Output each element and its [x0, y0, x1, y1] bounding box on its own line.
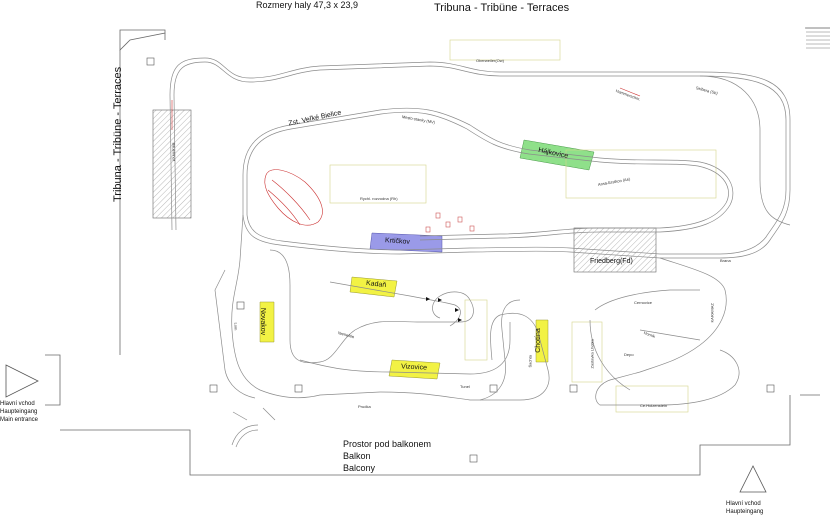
right-lower-track [589, 257, 740, 406]
loose-track-pieces [231, 407, 276, 448]
scenery-items [425, 212, 475, 233]
station-novakov: Novakov [259, 307, 267, 336]
label-brana: Brana [720, 258, 731, 263]
entrance-right-cz: Hlavní vchod [726, 501, 761, 507]
hall-dimensions-label: Rozmery haly 47,3 x 23,9 [256, 0, 359, 10]
label-karamaz: KARAMAZ [709, 303, 715, 323]
pillars [146, 57, 775, 463]
label-rychl: Rychl. rozvodna (Rh) [360, 196, 398, 201]
entrance-left-cz: Hlavní vchod [0, 401, 35, 407]
main-entrance-left: Hlavní vchod Haupteingang Main entrance [0, 400, 38, 424]
balcony-label: Prostor pod balkonem Balkon Balcony [343, 438, 431, 474]
entrance-right-de: Haupteingang [726, 509, 764, 515]
zone-hajicovice [519, 139, 595, 171]
main-track [169, 57, 791, 259]
staircase [806, 27, 830, 49]
bielice-loop [264, 169, 323, 226]
entrance-left-en: Main entrance [0, 417, 39, 423]
left-entrance-marker [5, 364, 39, 398]
zone-novakov [259, 301, 275, 343]
zone-chotina [535, 319, 549, 363]
label-sachta: Šachta [527, 355, 533, 368]
label-baumer: Bauernhof [171, 142, 177, 161]
label-oberweiler: Oberweiler(Ow) [476, 58, 505, 63]
balcony-line-de: Balkon [343, 451, 371, 461]
label-ce-holzenstein: Ce.Holzenstein [640, 403, 668, 408]
station-outlines [329, 39, 717, 413]
label-zastavka: Zastavka Lhotka [589, 339, 595, 369]
right-entrance-marker [739, 465, 767, 493]
zone-krtickov [369, 232, 443, 253]
station-friedberg: Friedberg(Fd) [590, 258, 633, 265]
hatched-area-friedberg [573, 227, 657, 273]
main-entrance-right: Hlavní vchod Haupteingang [726, 500, 763, 516]
balcony-line-en: Balcony [343, 463, 376, 473]
grandstand-title: Tribuna - Tribüne - Terraces [434, 2, 570, 14]
balcony-line-cz: Prostor pod balkonem [343, 439, 432, 449]
red-tracks [171, 87, 641, 226]
signal-marks [426, 297, 462, 322]
label-cernovice: Cernovice [634, 300, 653, 305]
station-chotina: Chotína [534, 328, 542, 353]
entrance-left-de: Haupteingang [0, 409, 38, 415]
zone-vizovice [388, 359, 441, 380]
station-vizovice: Vizovice [400, 363, 428, 372]
label-prudka: Prudka [358, 404, 371, 409]
grandstand-vertical-label: Tribuna - Tribüne - Terraces [112, 66, 124, 202]
lower-track [214, 214, 550, 401]
label-tunel: Tunel [460, 384, 470, 389]
label-depo: Depo [624, 352, 634, 357]
label-lom: Lom [233, 322, 239, 331]
